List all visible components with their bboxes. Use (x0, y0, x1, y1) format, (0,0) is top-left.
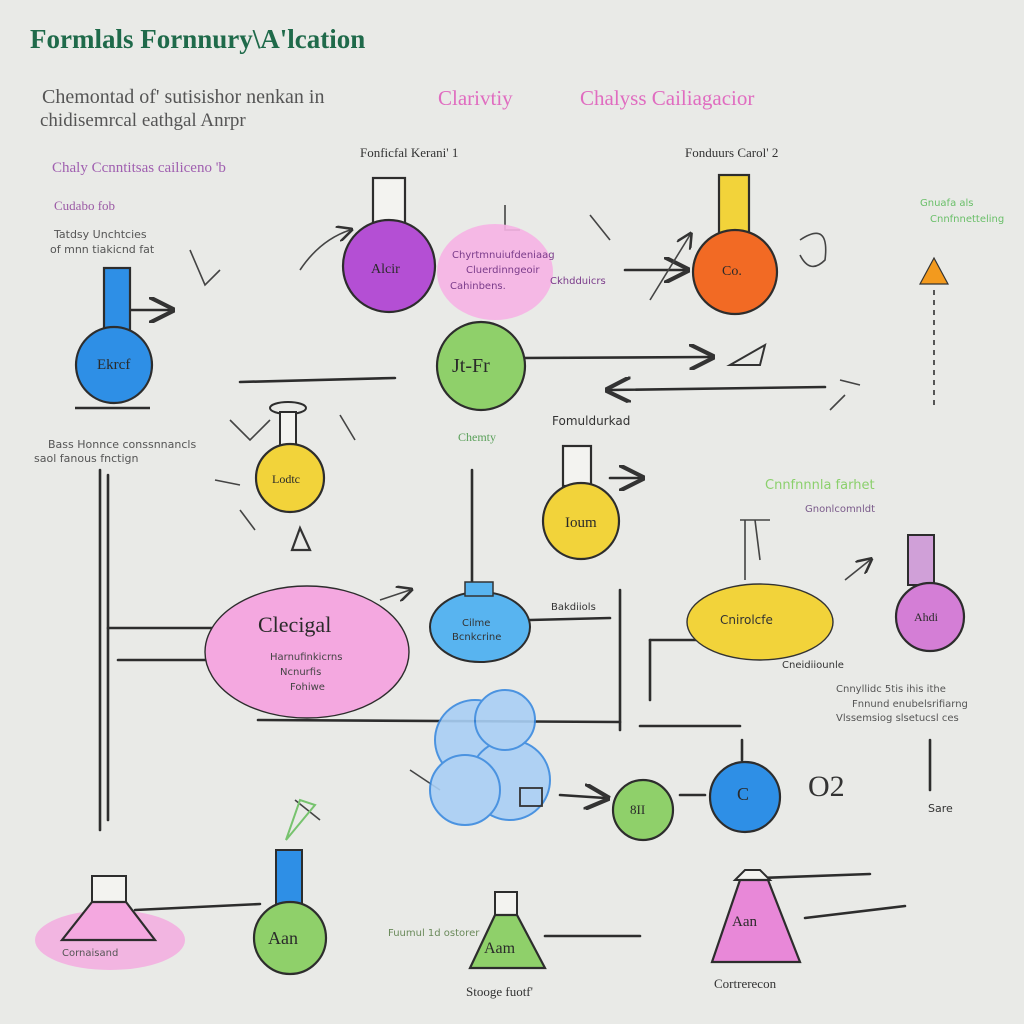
arrow-icon (214, 479, 241, 486)
flask-orange (691, 173, 779, 316)
flask-yellow-mid (541, 444, 621, 561)
page-title: Formlals Fornnury\A'lcation (30, 24, 366, 54)
flask-blue-circle (708, 760, 782, 834)
arrow-icon (649, 235, 690, 301)
subtitle-line-2: chidisemrcal eathgal Anrpr (40, 110, 246, 131)
left-note-4: of mnn tiakicnd fat (50, 243, 155, 256)
arrow-icon (740, 519, 770, 580)
flask-yellow-small (254, 401, 326, 514)
blue-cloud (429, 689, 551, 826)
connector-line (133, 902, 262, 912)
pink-bubble-line-1: Chyrtmnuiufdeniaag (452, 250, 555, 261)
subtitle-line-1: Chemontad of' sutisishor nenkan in (42, 86, 325, 108)
flask-green-small-label: 8II (630, 802, 646, 817)
pink-bubble-line-4: Cahinbens. (450, 281, 506, 292)
left-note-6: saol fanous fnctign (34, 452, 139, 465)
flask-purple-label: Alcir (371, 262, 400, 277)
flask-conical-pink-label: Aan (732, 914, 757, 930)
label-o2: O2 (808, 770, 845, 803)
flask-yellow-mid-label: Ioum (565, 515, 597, 531)
triangle-icon (290, 525, 312, 552)
arrow-icon (829, 379, 861, 411)
pink-bubble-line-2: Cluerdinngeoir (466, 265, 540, 276)
arrow-icon (844, 560, 870, 581)
label-fomuldurkad: Fomuldurkad (552, 414, 631, 428)
blue-ellipse-label-2: Bcnkcrine (452, 632, 502, 643)
pink-cloud-line-2: Ncnurfis (280, 667, 322, 678)
yellow-oval (686, 583, 834, 661)
flask-blue-label: Ekrcf (97, 357, 131, 373)
bottom-left-small: Cornaisand (62, 948, 119, 959)
pink-cloud-title: Clecigal (258, 612, 332, 637)
right-mid-green: Cnnfnnnla farhet (765, 478, 875, 493)
left-note-1: Chaly Ccnntitsas cailiceno 'b (52, 160, 226, 176)
pink-cloud-line-3: Fohiwe (290, 682, 325, 693)
pink-heading-a: Clarivtiy (438, 86, 513, 110)
flask-conical-green-label: Aam (484, 940, 516, 957)
flask-green-center (435, 320, 527, 412)
connector-line (518, 357, 710, 358)
warning-triangle-icon (918, 256, 950, 285)
flask-conical-pink-right (710, 869, 802, 964)
arrow-icon (189, 249, 221, 287)
label-sare: Sare (928, 802, 953, 815)
connector-line (758, 872, 872, 880)
connector-line (610, 387, 827, 390)
right-top-line-2: Cnnfnnetteling (930, 214, 1005, 225)
flask-green-bottom-label: Aan (268, 928, 298, 948)
label-cortrerecon: Cortrerecon (714, 976, 777, 991)
right-top-line-1: Gnuafa als (920, 198, 974, 209)
arrow-icon (799, 232, 827, 268)
label-bakdiiols: Bakdiiols (551, 602, 596, 613)
small-square-icon (519, 787, 543, 807)
triangle-icon (285, 798, 317, 841)
label-fonficfal: Fonficfal Kerani' 1 (360, 145, 459, 160)
right-low-line-2: Fnnund enubelsrifiarng (852, 699, 968, 710)
arrow-icon (239, 509, 256, 531)
flask-pink-right (894, 534, 966, 653)
flask-orange-label: Co. (722, 264, 742, 279)
arrow-icon (299, 230, 350, 271)
right-low-line-3: Vlssemsiog slsetucsl ces (836, 713, 959, 724)
flask-pink-right-label: Ahdi (914, 610, 938, 624)
connector-line (528, 616, 612, 622)
left-note-5: Bass Honnce conssnnancls (48, 438, 197, 451)
dashed-arrow (918, 256, 950, 405)
yellow-oval-label: Cnirolcfe (720, 613, 773, 627)
pink-bubble-line-3: Ckhdduicrs (550, 276, 606, 287)
flask-conical-green (468, 891, 547, 970)
right-low-line-1: Cnnyllidc 5tis ihis ithe (836, 684, 946, 695)
pink-bubble (437, 224, 553, 320)
flask-blue (74, 266, 154, 410)
pink-cloud-line-1: Harnufinkicrns (270, 652, 343, 663)
label-chemty: Chemty (458, 430, 496, 444)
blue-ellipse-label-1: Cilme (462, 618, 491, 629)
right-mid-purple: Gnonlcomnldt (805, 504, 876, 515)
connector-line (558, 795, 605, 798)
arrow-icon (339, 414, 356, 441)
flask-conical-pink-left (59, 875, 158, 942)
flask-green-bottom (252, 849, 328, 976)
arrow-icon (589, 214, 611, 241)
pink-heading-b: Chalyss Cailiagacior (580, 86, 755, 110)
left-note-3: Tatdsy Unchtcies (54, 228, 147, 241)
bottom-mid-green: Fuumul 1d ostorer (388, 928, 480, 939)
arrow-icon (229, 419, 271, 442)
connector-line (238, 376, 397, 384)
flask-yellow-small-label: Lodtc (272, 472, 300, 486)
flask-blue-circle-label: C (737, 784, 750, 804)
arrow-icon (379, 590, 410, 600)
connector-line (803, 904, 907, 920)
label-cneidiiounle: Cneidiiounle (782, 660, 844, 671)
pink-cloud-large (204, 585, 410, 719)
left-note-2: Cudabo fob (54, 198, 116, 213)
flask-green-small (611, 778, 675, 842)
label-stooge: Stooge fuotf' (466, 984, 533, 999)
flask-purple (341, 176, 437, 314)
label-fondsurs: Fonduurs Carol' 2 (685, 145, 779, 160)
flask-green-center-label: Jt-Fr (452, 355, 490, 377)
triangle-icon (726, 342, 767, 366)
